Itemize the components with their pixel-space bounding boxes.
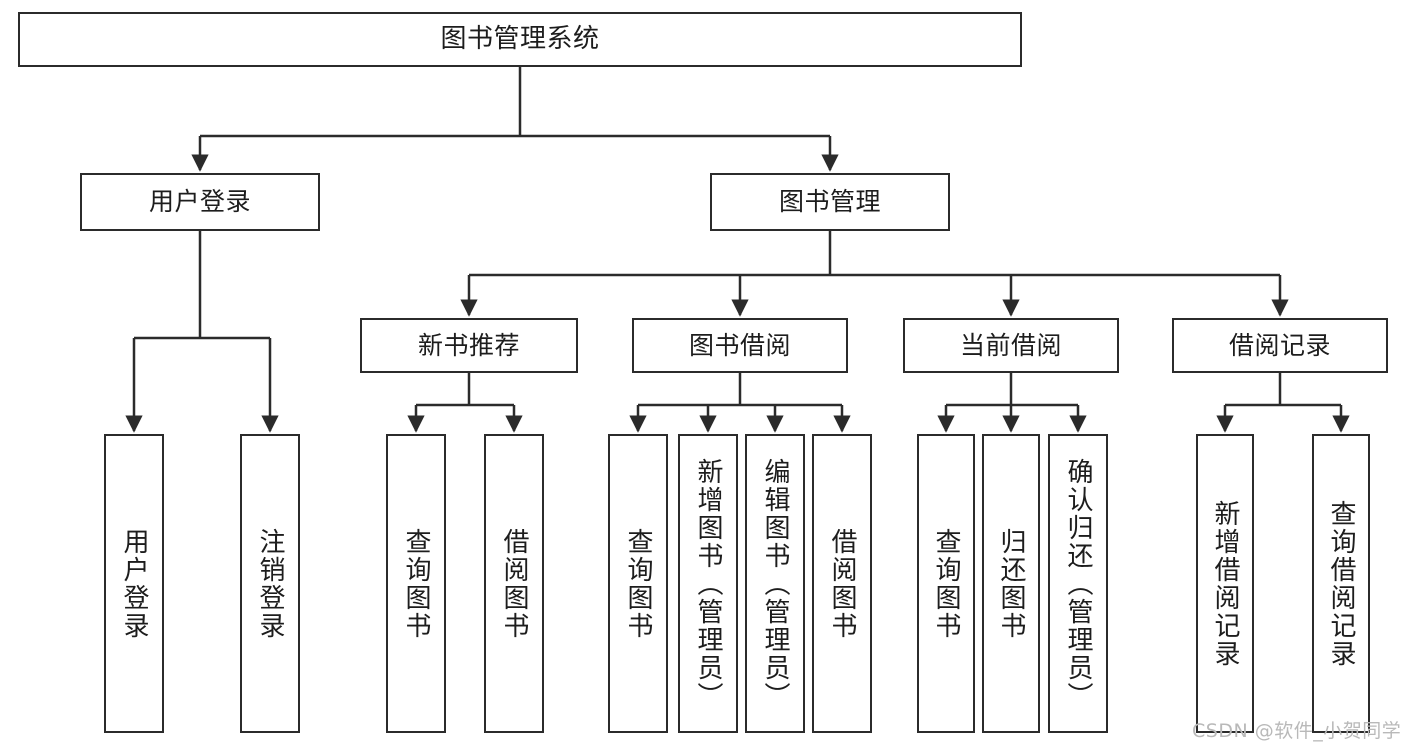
node-label: 借阅图书 <box>499 527 529 640</box>
node-label: 借阅图书 <box>827 527 857 640</box>
node-current[interactable]: 当前借阅 <box>903 318 1119 373</box>
node-l-bw-borrow[interactable]: 借阅图书 <box>812 434 872 733</box>
node-l-bw-query[interactable]: 查询图书 <box>608 434 668 733</box>
node-l-nb-query[interactable]: 查询图书 <box>386 434 446 733</box>
node-borrow[interactable]: 图书借阅 <box>632 318 848 373</box>
node-label: 注销登录 <box>255 527 285 640</box>
node-login[interactable]: 用户登录 <box>80 173 320 231</box>
node-label: 借阅记录 <box>1228 330 1331 360</box>
node-label: 新增图书（管理员） <box>693 457 723 710</box>
node-newbook[interactable]: 新书推荐 <box>360 318 578 373</box>
node-l-login[interactable]: 用户登录 <box>104 434 164 733</box>
node-label: 归还图书 <box>996 527 1026 640</box>
csdn-watermark: CSDN @软件_小贺同学 <box>1192 720 1402 742</box>
node-label: 查询图书 <box>931 527 961 640</box>
node-l-bw-edit[interactable]: 编辑图书（管理员） <box>745 434 805 733</box>
node-label: 查询图书 <box>623 527 653 640</box>
node-records[interactable]: 借阅记录 <box>1172 318 1388 373</box>
node-label: 图书管理系统 <box>440 24 600 55</box>
node-l-cb-confirm[interactable]: 确认归还（管理员） <box>1048 434 1108 733</box>
node-l-rc-query[interactable]: 查询借阅记录 <box>1312 434 1370 733</box>
node-label: 图书借阅 <box>688 330 791 360</box>
node-label: 查询借阅记录 <box>1326 499 1356 668</box>
node-root[interactable]: 图书管理系统 <box>18 12 1022 67</box>
node-l-nb-borrow[interactable]: 借阅图书 <box>484 434 544 733</box>
node-label: 新增借阅记录 <box>1210 499 1240 668</box>
node-bookmgmt[interactable]: 图书管理 <box>710 173 950 231</box>
node-label: 用户登录 <box>119 527 149 640</box>
node-l-cb-query[interactable]: 查询图书 <box>917 434 975 733</box>
node-l-rc-add[interactable]: 新增借阅记录 <box>1196 434 1254 733</box>
node-label: 新书推荐 <box>417 330 520 360</box>
node-l-cb-return[interactable]: 归还图书 <box>982 434 1040 733</box>
node-label: 编辑图书（管理员） <box>760 457 790 710</box>
node-l-logout[interactable]: 注销登录 <box>240 434 300 733</box>
node-l-bw-add[interactable]: 新增图书（管理员） <box>678 434 738 733</box>
node-label: 查询图书 <box>401 527 431 640</box>
node-label: 当前借阅 <box>959 330 1062 360</box>
node-label: 确认归还（管理员） <box>1063 457 1093 710</box>
node-label: 图书管理 <box>778 187 881 217</box>
node-label: 用户登录 <box>148 187 251 217</box>
